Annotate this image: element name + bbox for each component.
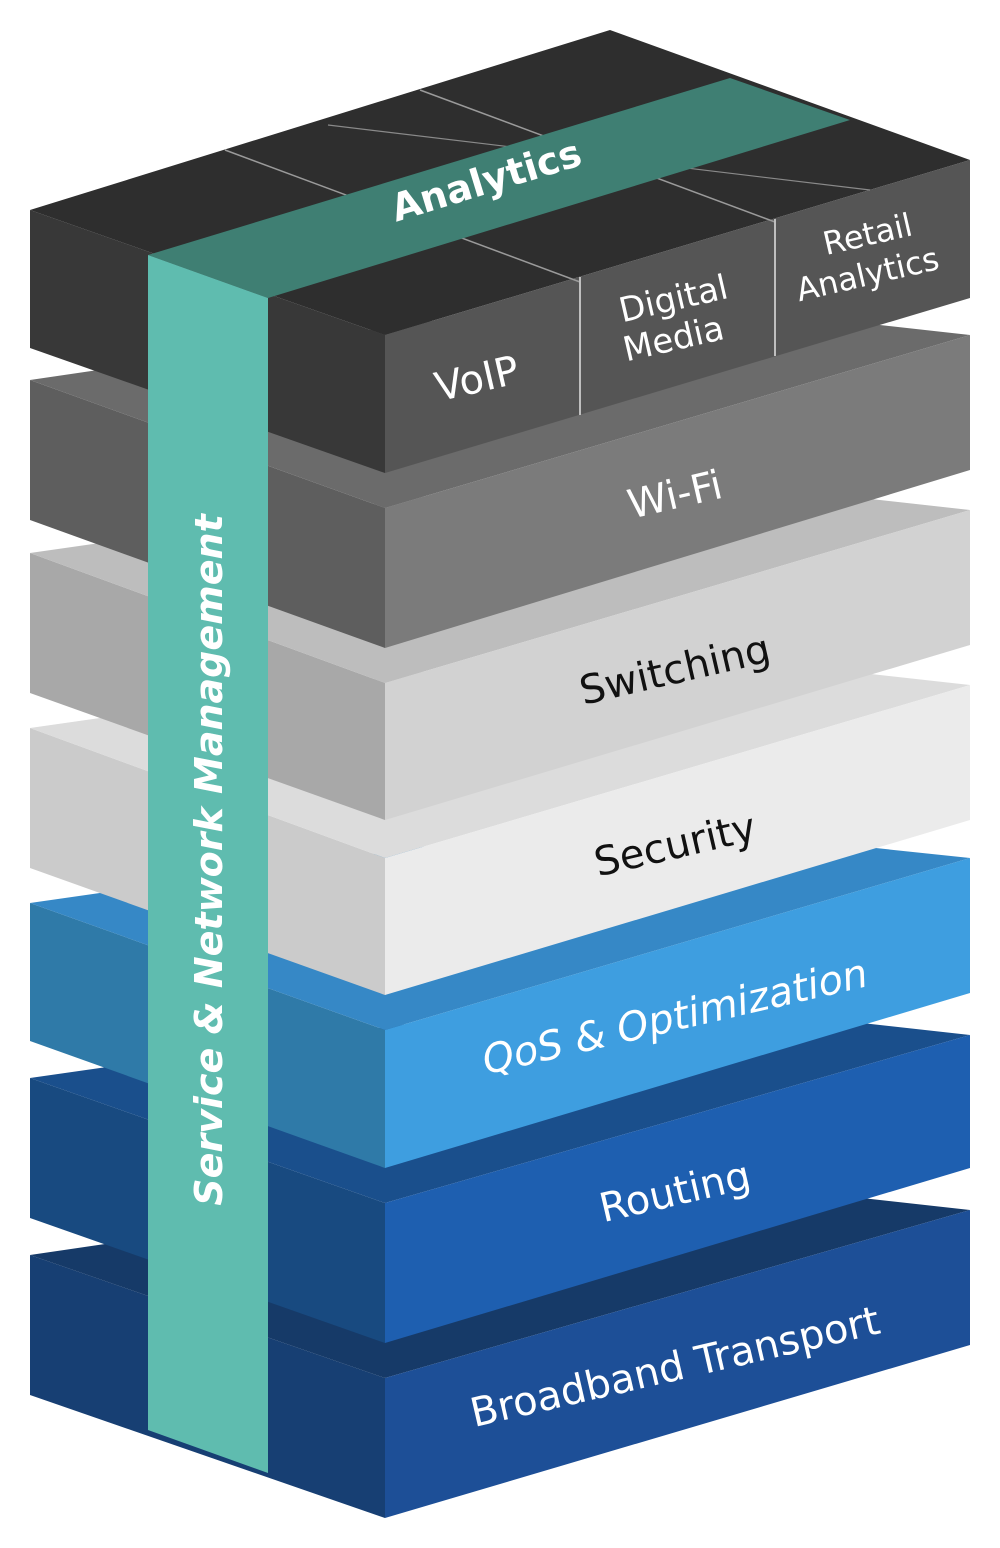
layer-wifi-front — [385, 335, 970, 648]
layer-routing-front — [385, 1035, 970, 1343]
management-band-label: Service & Network Management — [187, 512, 231, 1205]
applications-front — [385, 160, 970, 473]
layer-qos-front — [385, 858, 970, 1168]
analytics-band — [148, 78, 850, 298]
layer-switching-front — [385, 510, 970, 820]
layer-security-front — [385, 685, 970, 995]
management-band — [148, 255, 268, 1473]
layer-broadband-transport-front — [385, 1210, 970, 1518]
